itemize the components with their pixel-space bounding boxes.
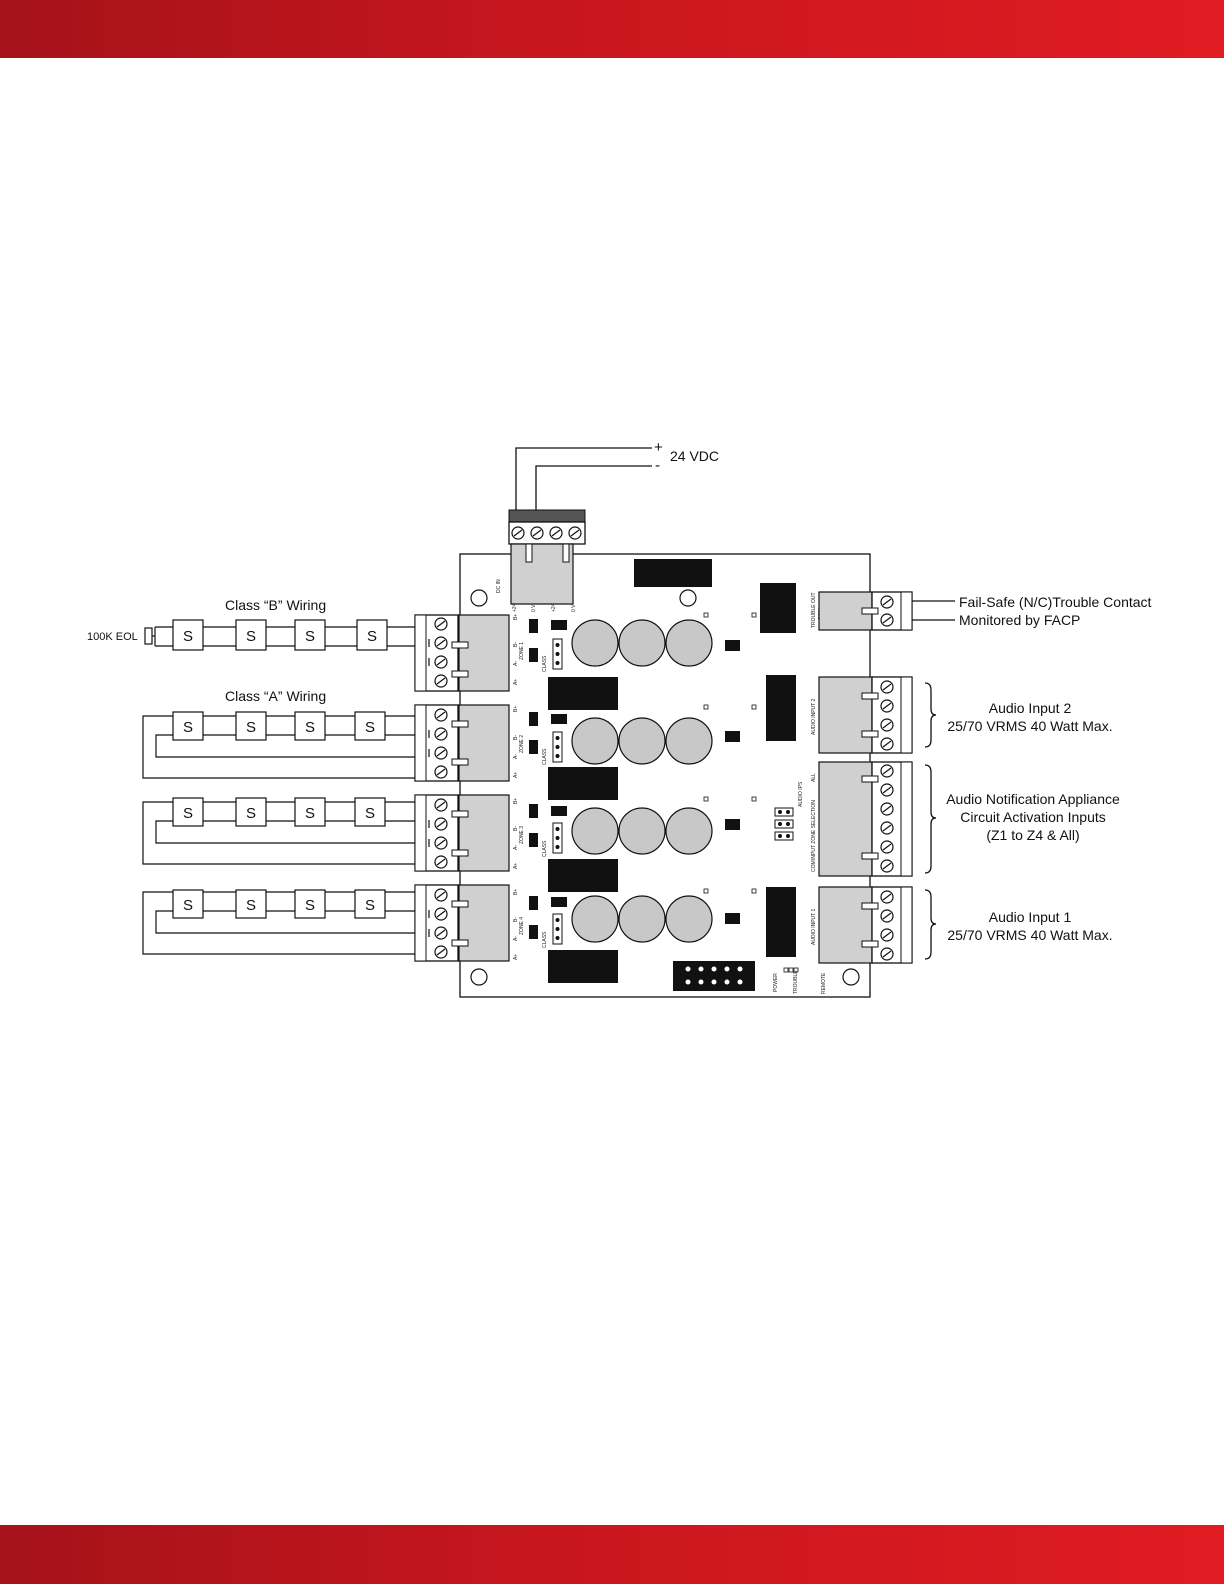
footer-band bbox=[0, 1525, 1224, 1584]
eol-resistor-label: 100K EOL bbox=[87, 631, 138, 643]
class-a3-speaker-4: S bbox=[365, 897, 375, 914]
audio-input-2-rating: 25/70 VRMS 40 Watt Max. bbox=[947, 718, 1112, 734]
zone4-b-plus-label: B+ bbox=[513, 889, 519, 895]
class-b-wiring-label: Class “B” Wiring bbox=[225, 597, 326, 613]
zone1-label: ZONE 1 bbox=[519, 642, 525, 660]
class-b-speaker-2: S bbox=[246, 628, 256, 645]
class-a2-speaker-4: S bbox=[365, 805, 375, 822]
zone3-b-minus-label: B- bbox=[513, 826, 519, 831]
audio-input-1-board-label: AUDIO INPUT 1 bbox=[811, 908, 817, 945]
zone2-label: ZONE 2 bbox=[519, 735, 525, 753]
class-b-speaker-4: S bbox=[367, 628, 377, 645]
power-terminal: + - 24 VDC bbox=[508, 439, 719, 605]
class-b-speaker-3: S bbox=[305, 628, 315, 645]
header-band bbox=[0, 0, 1224, 58]
class-a1-speaker-4: S bbox=[365, 719, 375, 736]
class-a2-speaker-1: S bbox=[183, 805, 193, 822]
class-a3-speaker-3: S bbox=[305, 897, 315, 914]
trouble-contact-line2: Monitored by FACP bbox=[959, 612, 1080, 628]
zone3-class-label: CLASS bbox=[542, 840, 548, 857]
zone3-a-plus-label: A+ bbox=[513, 863, 519, 869]
zone4-b-minus-label: B- bbox=[513, 917, 519, 922]
power-plus-sign: + bbox=[654, 439, 663, 456]
trouble-contact-terminal: Fail-Safe (N/C)Trouble Contact Monitored… bbox=[818, 591, 1152, 631]
remote-led-label: REMOTE bbox=[821, 972, 827, 994]
class-a1-speaker-2: S bbox=[246, 719, 256, 736]
class-a3-speaker-2: S bbox=[246, 897, 256, 914]
class-a-circuit-3: S S S S bbox=[142, 889, 415, 955]
selection-com-label: COM bbox=[811, 860, 817, 872]
class-a3-speaker-1: S bbox=[183, 897, 193, 914]
zone3-b-plus-label: B+ bbox=[513, 798, 519, 804]
class-a1-speaker-3: S bbox=[305, 719, 315, 736]
trouble-led-label: TROUBLE bbox=[793, 970, 799, 994]
class-b-speaker-1: S bbox=[183, 628, 193, 645]
audio-input-1-terminal: Audio Input 1 25/70 VRMS 40 Watt Max. bbox=[818, 886, 1113, 964]
power-led-label: POWER bbox=[773, 973, 779, 992]
class-a-circuit-2: S S S S bbox=[142, 797, 415, 865]
class-a2-speaker-3: S bbox=[305, 805, 315, 822]
zone1-a-minus-label: A- bbox=[513, 661, 519, 666]
audio-input-1-rating: 25/70 VRMS 40 Watt Max. bbox=[947, 927, 1112, 943]
class-a-circuit-1: S S S S bbox=[142, 711, 415, 779]
activation-inputs-line1: Audio Notification Appliance bbox=[946, 791, 1120, 807]
zone4-class-label: CLASS bbox=[542, 931, 548, 948]
zone3-label: ZONE 3 bbox=[519, 826, 525, 844]
all-label: ALL bbox=[811, 773, 817, 782]
class-a-wiring-label: Class “A” Wiring bbox=[225, 688, 326, 704]
class-a2-speaker-2: S bbox=[246, 805, 256, 822]
zone1-a-plus-label: A+ bbox=[513, 679, 519, 685]
zone1-b-minus-label: B- bbox=[513, 642, 519, 647]
activation-inputs-terminal: Audio Notification Appliance Circuit Act… bbox=[818, 761, 1120, 877]
zero-v-label-1: 0 V bbox=[531, 604, 537, 612]
audio-input-2-terminal: Audio Input 2 25/70 VRMS 40 Watt Max. bbox=[818, 676, 1113, 754]
class-b-circuit: 100K EOL Class “B” Wiring S S S S bbox=[87, 597, 415, 651]
zone2-b-minus-label: B- bbox=[513, 735, 519, 740]
zone3-a-minus-label: A- bbox=[513, 845, 519, 850]
zone2-class-label: CLASS bbox=[542, 748, 548, 765]
input-zone-selection-label: INPUT ZONE SELECTION bbox=[811, 800, 817, 860]
dc-in-label: DC IN bbox=[496, 579, 502, 593]
zone2-a-plus-label: A+ bbox=[513, 772, 519, 778]
zone4-a-plus-label: A+ bbox=[513, 954, 519, 960]
class-b-speakers: S S S S bbox=[172, 619, 388, 651]
audio-ips-label: AUDIO IPS bbox=[798, 781, 804, 807]
audio-input-1-title: Audio Input 1 bbox=[989, 909, 1072, 925]
zone1-class-label: CLASS bbox=[542, 655, 548, 672]
plus24-label-1: +24V bbox=[512, 600, 518, 612]
power-minus-sign: - bbox=[655, 457, 660, 474]
zone2-b-plus-label: B+ bbox=[513, 706, 519, 712]
power-voltage-label: 24 VDC bbox=[670, 448, 719, 464]
trouble-out-label: TROUBLE OUT bbox=[811, 592, 817, 628]
circuit-board bbox=[459, 553, 871, 998]
activation-inputs-line3: (Z1 to Z4 & All) bbox=[986, 827, 1079, 843]
zone1-b-plus-label: B+ bbox=[513, 614, 519, 620]
zone-terminals bbox=[414, 614, 510, 962]
zone4-a-minus-label: A- bbox=[513, 936, 519, 941]
trouble-contact-line1: Fail-Safe (N/C)Trouble Contact bbox=[959, 594, 1152, 610]
plus24-label-2: +24V bbox=[551, 600, 557, 612]
zero-v-label-2: 0 V bbox=[571, 604, 577, 612]
zone2-a-minus-label: A- bbox=[513, 754, 519, 759]
zone4-label: ZONE 4 bbox=[519, 917, 525, 935]
audio-input-2-board-label: AUDIO INPUT 2 bbox=[811, 698, 817, 735]
activation-inputs-line2: Circuit Activation Inputs bbox=[960, 809, 1106, 825]
audio-input-2-title: Audio Input 2 bbox=[989, 700, 1072, 716]
class-a1-speaker-1: S bbox=[183, 719, 193, 736]
